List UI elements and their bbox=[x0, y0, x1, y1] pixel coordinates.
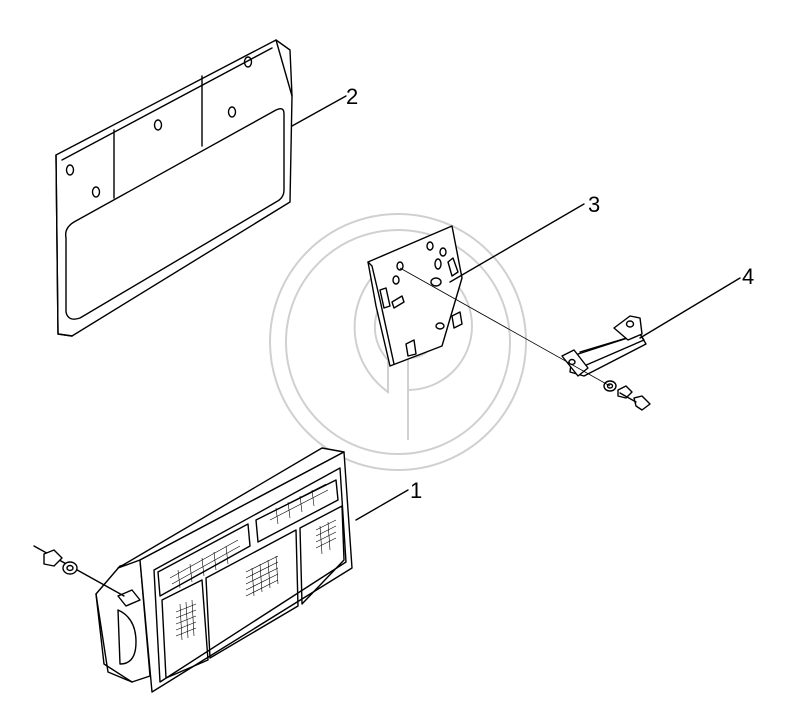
part-1-tail-lamp bbox=[95, 447, 353, 693]
lens-grid-icon bbox=[169, 483, 337, 641]
part-3-bracket bbox=[367, 225, 463, 367]
lamp-fasteners bbox=[33, 545, 125, 597]
part-2-mounting-plate bbox=[55, 39, 293, 337]
assembly-axis-line bbox=[399, 267, 611, 387]
cp-logo-watermark-icon bbox=[269, 213, 527, 471]
part-label-2: 2 bbox=[346, 84, 358, 109]
part-label-1: 1 bbox=[410, 478, 422, 503]
part-4-hinge-bar bbox=[561, 315, 651, 411]
leader-lines bbox=[291, 95, 741, 521]
part-label-4: 4 bbox=[742, 264, 754, 289]
part-label-3: 3 bbox=[588, 192, 600, 217]
